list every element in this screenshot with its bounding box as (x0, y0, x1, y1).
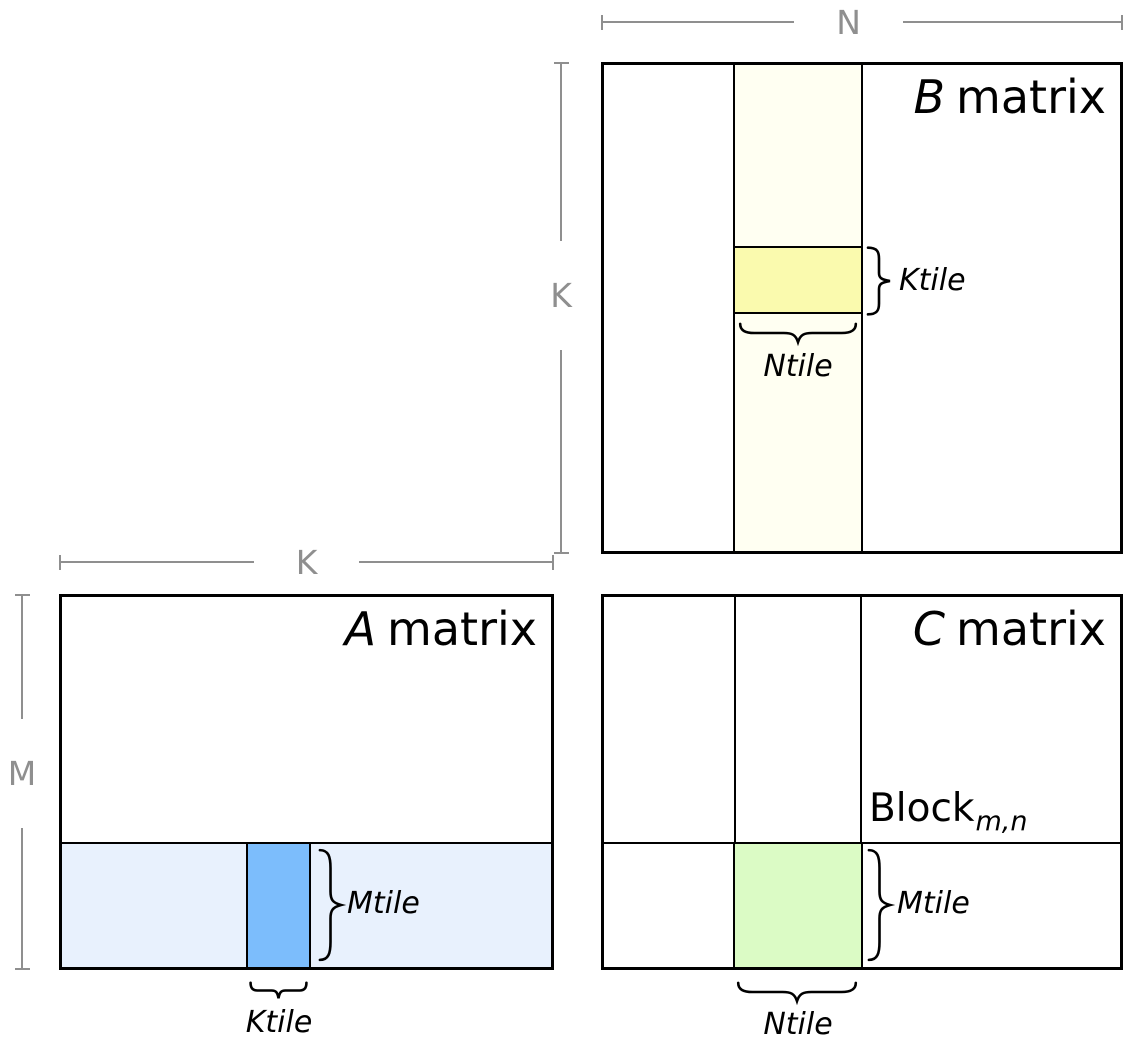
c-block-tile (733, 842, 863, 970)
dimension-m-bottom-line (21, 827, 23, 968)
b-ktile-tile (733, 246, 863, 314)
dimension-k-cols-right-line (359, 561, 553, 563)
ktile-label-b: Ktile (899, 263, 966, 298)
mtile-label-c: Mtile (897, 886, 970, 921)
dimension-m-bottom-tick (14, 968, 30, 970)
dimension-n: N (601, 6, 1123, 39)
mtile-label-a: Mtile (347, 886, 420, 921)
dimension-k-rows-label: K (550, 276, 572, 316)
b-matrix-letter: B (913, 70, 946, 124)
mtile-brace-c (867, 849, 892, 961)
ntile-label-c: Ntile (763, 1007, 833, 1042)
block-word: Block (869, 786, 975, 831)
a-ktile-tile (246, 842, 311, 970)
block-mn-label: Blockm,n (869, 786, 1027, 836)
dimension-k-cols-left-line (61, 561, 254, 563)
dimension-k-cols-left-tick (59, 554, 61, 570)
dimension-k-rows: K (550, 62, 572, 554)
dimension-k-rows-top-tick (553, 62, 569, 64)
dimension-n-left-tick (601, 14, 603, 30)
ntile-brace-b (739, 323, 857, 343)
dimension-n-right-line (902, 21, 1121, 23)
a-matrix-letter: A (344, 602, 377, 656)
dimension-k-cols-label: K (295, 542, 318, 582)
dimension-m: M (8, 594, 36, 970)
c-matrix-letter: C (912, 602, 946, 656)
dimension-k-rows-top-line (560, 64, 562, 242)
dimension-m-label: M (7, 753, 37, 793)
ktile-brace-a (250, 982, 307, 999)
dimension-k-rows-bottom-line (560, 350, 562, 552)
c-column-divider-right (860, 594, 862, 970)
dimension-n-label: N (836, 2, 861, 42)
dimension-n-right-tick (1121, 14, 1123, 30)
dimension-n-left-line (603, 21, 795, 23)
dimension-k-cols-right-tick (552, 554, 555, 570)
dimension-k-cols: K (59, 546, 555, 579)
ntile-brace-c (737, 982, 857, 1002)
c-column-divider-left (734, 594, 736, 970)
mtile-brace-a (318, 849, 343, 961)
ktile-brace-b (866, 247, 892, 315)
dimension-m-top-tick (14, 594, 30, 596)
ntile-label-b: Ntile (763, 349, 833, 384)
block-subscript: m,n (975, 806, 1028, 837)
dimension-k-rows-bottom-tick (553, 552, 569, 554)
dimension-m-top-line (21, 596, 23, 719)
ktile-label-a: Ktile (245, 1005, 313, 1040)
